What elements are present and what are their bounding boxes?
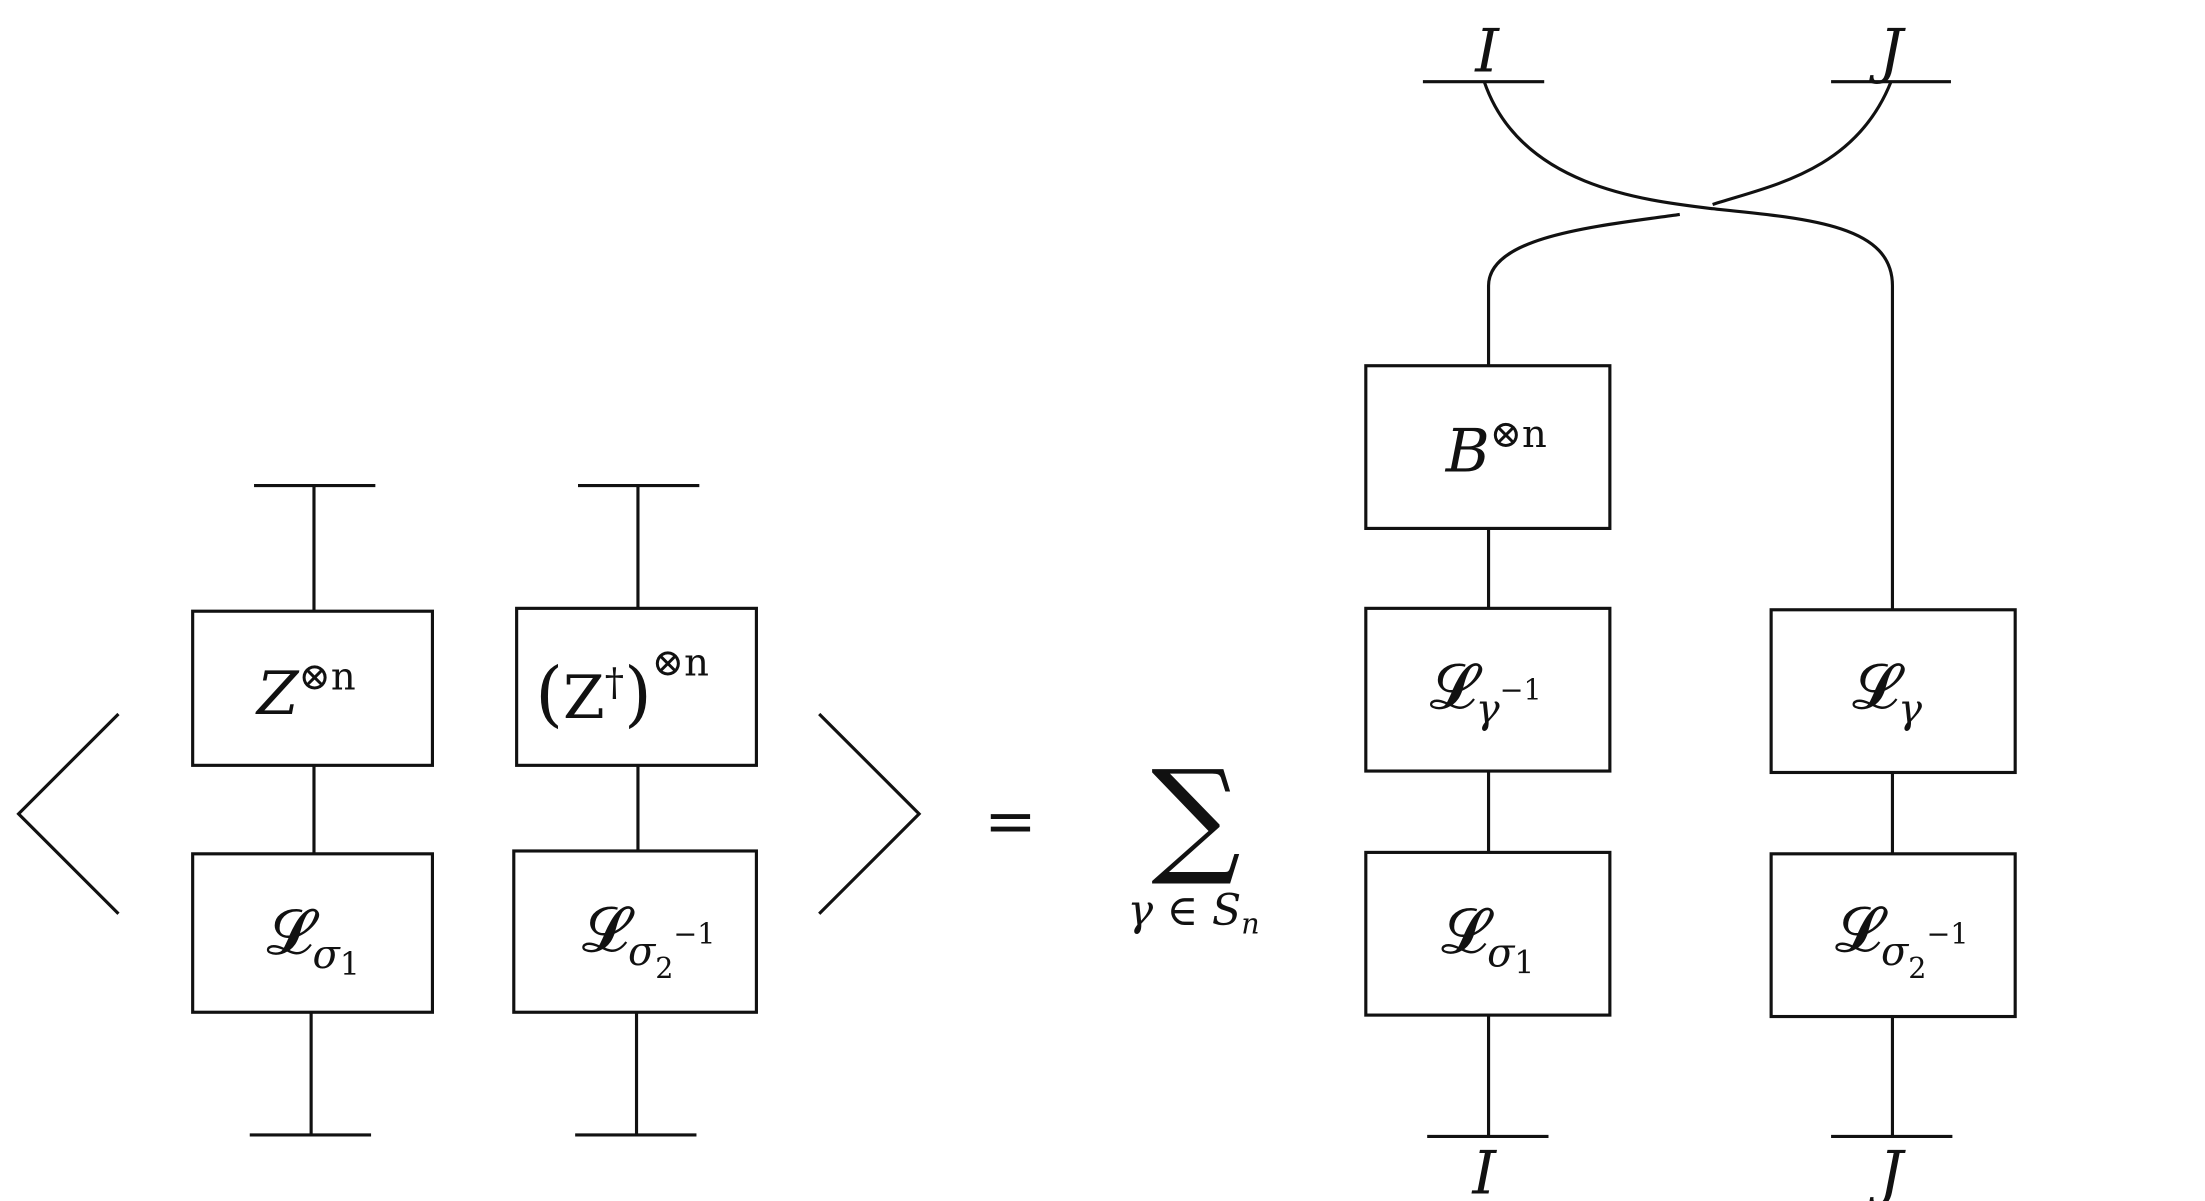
l-sigma1-label-right: 𝓛σ1	[1441, 894, 1534, 981]
crossing-wire-j-to-left-upper	[1712, 81, 1893, 206]
b-box-label: B⊗n	[1445, 412, 1547, 486]
label-top-j: J	[1868, 17, 1906, 87]
sum-symbol: ∑	[1151, 743, 1241, 890]
zdag-box-label: (Z†)⊗n	[535, 640, 709, 735]
l-sigma2inv-label-right: 𝓛σ2−1	[1835, 893, 1968, 985]
l-gammainv-label: 𝓛γ−1	[1430, 650, 1542, 732]
label-bottom-j: J	[1868, 1138, 1906, 1201]
l-sigma1-label-left: 𝓛σ1	[267, 896, 360, 983]
label-top-i: I	[1474, 17, 1500, 87]
right-angle-bracket	[818, 712, 922, 915]
equals-sign: =	[984, 784, 1037, 857]
l-gamma-label: 𝓛γ	[1852, 650, 1922, 732]
l-sigma2inv-label-left: 𝓛σ2−1	[582, 893, 715, 985]
left-angle-bracket	[16, 712, 120, 915]
crossing-wire-i-to-right	[1482, 81, 1895, 610]
label-bottom-i: I	[1471, 1138, 1497, 1201]
sum-index: γ ∈ Sn	[1127, 886, 1259, 941]
crossing-wire-j-to-left-lower	[1486, 212, 1681, 366]
z-box-label: Z⊗n	[255, 655, 356, 729]
